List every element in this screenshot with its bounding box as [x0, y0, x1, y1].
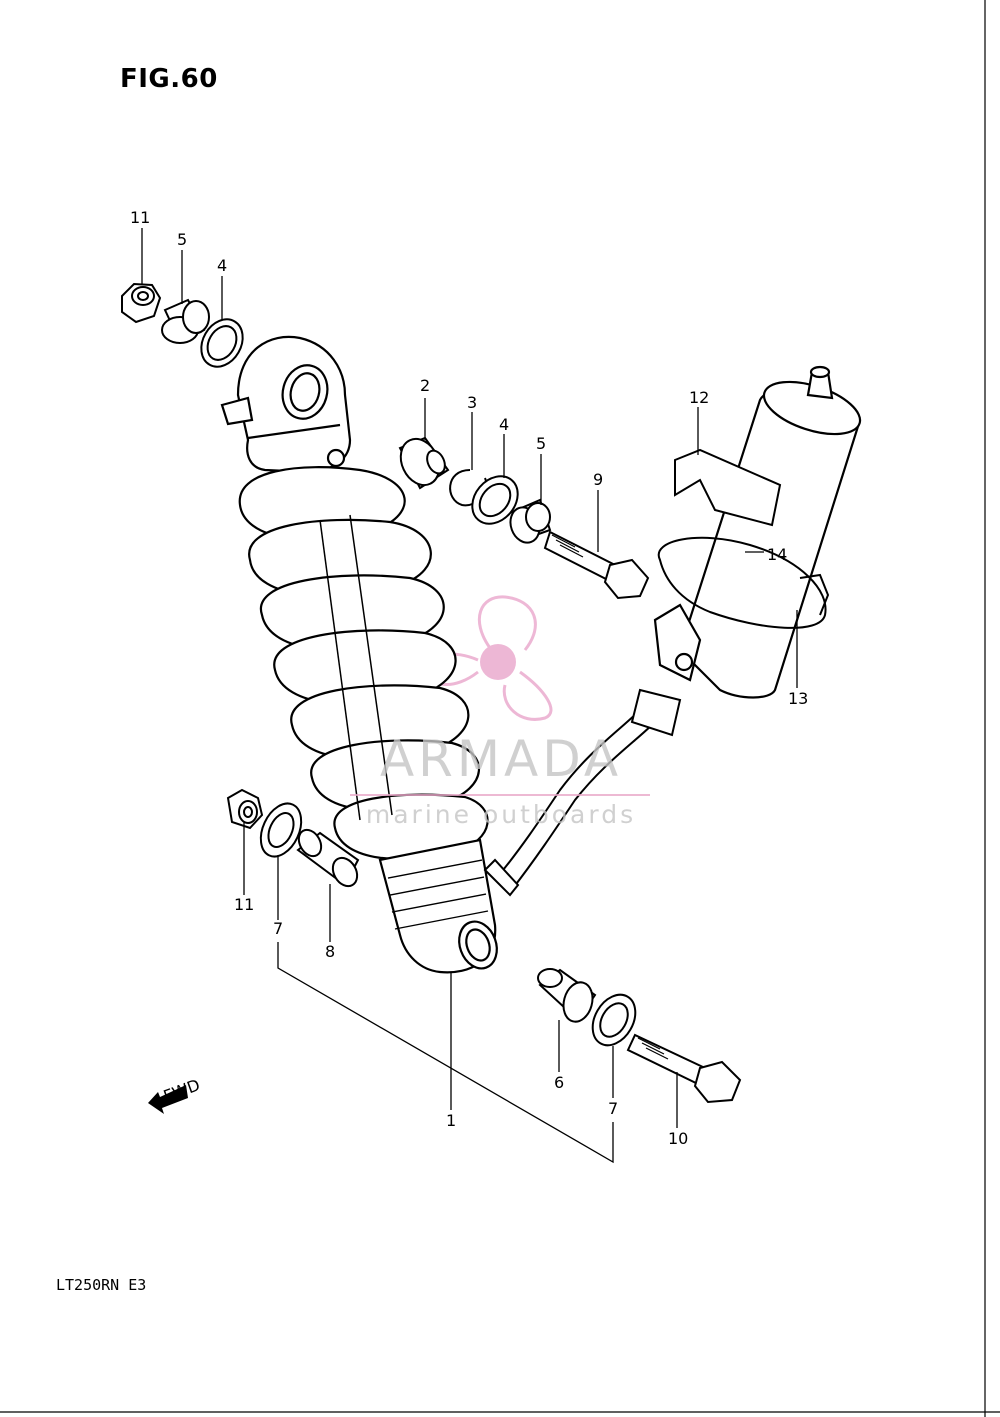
part-callout-11-top: 11 [130, 208, 150, 227]
callout-labels: 11 5 4 2 3 4 5 9 12 14 13 11 7 8 1 6 7 1… [130, 208, 808, 1148]
washer-4-top [200, 318, 244, 368]
reservoir-hose [483, 688, 682, 897]
part-callout-7-right: 7 [608, 1099, 618, 1118]
washer-4-mid [471, 475, 519, 525]
part-callout-7-left: 7 [273, 919, 283, 938]
bolt-10 [626, 1033, 742, 1104]
clamp-12 [674, 448, 782, 527]
part-callout-14: 14 [767, 545, 787, 564]
watermark-rule [350, 794, 650, 796]
part-callout-10: 10 [668, 1129, 688, 1148]
watermark-tagline: marine outboards [365, 800, 637, 829]
reservoir-assembly [653, 365, 862, 699]
washer-7-left [259, 802, 303, 858]
watermark-name: ARMADA [379, 730, 623, 788]
part-callout-8: 8 [325, 942, 335, 961]
part-callout-3: 3 [467, 393, 477, 412]
bushing-2 [398, 436, 450, 490]
fwd-label: FWD [161, 1075, 203, 1106]
spacer-5-mid [509, 498, 552, 544]
rear-shock-absorber-1 [220, 335, 498, 974]
band-13 [657, 536, 830, 629]
part-callout-6: 6 [554, 1073, 564, 1092]
collar-8 [296, 828, 360, 888]
figure-title: FIG.60 [120, 64, 218, 94]
bearing-6 [537, 968, 597, 1023]
fwd-arrow-icon: FWD [148, 1075, 202, 1114]
washer-7-right [591, 993, 637, 1047]
part-callout-2: 2 [420, 376, 430, 395]
part-callout-5-top: 5 [177, 230, 187, 249]
model-code: LT250RN E3 [56, 1276, 147, 1294]
armada-propeller-logo [426, 595, 553, 721]
part-callout-11-bottom: 11 [234, 895, 254, 914]
nut-11-bottom [226, 788, 264, 830]
part-callout-4-mid: 4 [499, 415, 509, 434]
part-callout-5-mid: 5 [536, 434, 546, 453]
spacer-5-top [161, 298, 210, 344]
part-callout-9: 9 [593, 470, 603, 489]
part-callout-13: 13 [788, 689, 808, 708]
part-callout-4-top: 4 [217, 256, 227, 275]
bolt-9 [543, 530, 650, 600]
leader-lines [141, 228, 798, 1164]
part-callout-12: 12 [689, 388, 709, 407]
part-callout-1: 1 [446, 1111, 456, 1130]
nut-11-top [121, 282, 162, 324]
